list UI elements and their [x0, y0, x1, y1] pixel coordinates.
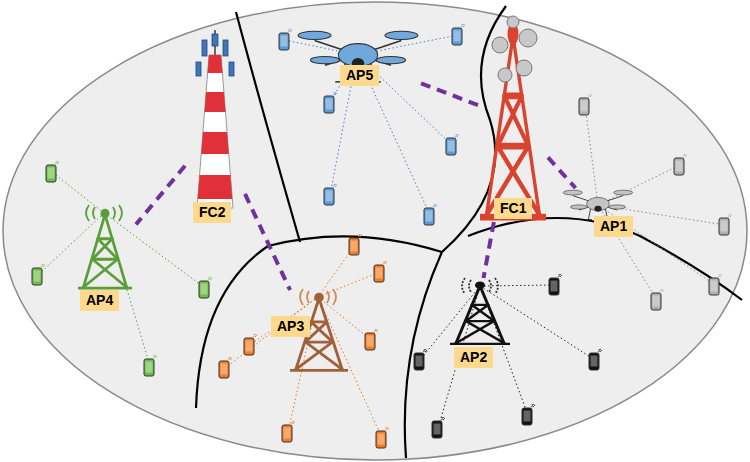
node-label: AP5 — [340, 65, 379, 86]
access-point: AP3 — [270, 290, 350, 375]
core-tower-fc1 — [480, 16, 546, 217]
coverage-area — [3, 2, 747, 460]
node-label: FC2 — [193, 202, 231, 223]
fusion-center: FC1 — [478, 15, 548, 222]
node-label: AP3 — [271, 316, 310, 337]
uav-access-point: AP1 — [562, 188, 634, 238]
access-point: AP4 — [78, 205, 136, 313]
backhaul-link — [136, 166, 185, 225]
backhaul-link — [245, 194, 290, 290]
node-label: FC1 — [494, 198, 532, 219]
backhaul-link — [548, 157, 576, 188]
node-label: AP2 — [454, 347, 493, 368]
fusion-center: FC2 — [185, 35, 245, 225]
backhaul-link — [484, 222, 494, 278]
region-boundaries — [196, 6, 742, 458]
node-label: AP4 — [80, 290, 119, 311]
uav-access-point: AP5 — [295, 28, 420, 90]
access-point: AP2 — [440, 278, 510, 370]
backhaul-link — [420, 83, 478, 105]
uav-access-points — [298, 31, 633, 219]
user-phones — [32, 24, 732, 448]
node-label: AP1 — [594, 216, 633, 237]
ap-towers — [78, 205, 510, 370]
user-links — [38, 35, 725, 438]
core-tower-fc2 — [190, 30, 240, 208]
